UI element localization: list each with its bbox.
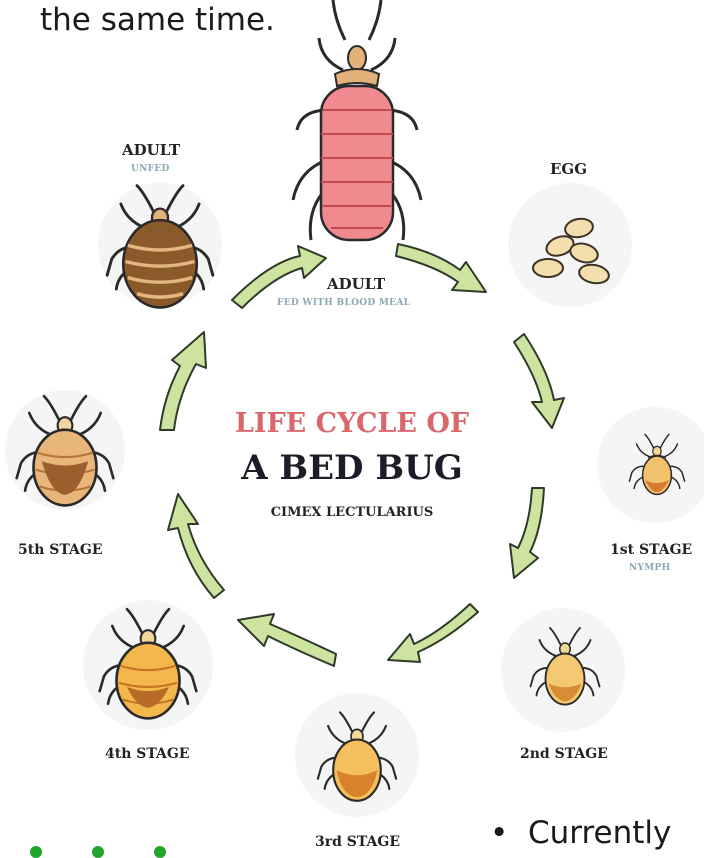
diagram-title-line1: LIFE CYCLE OF [0, 408, 704, 439]
egg-label: EGG [550, 160, 587, 178]
adult-fed-sublabel: FED WITH BLOOD MEAL [277, 298, 410, 308]
fifth-stage-label: 5th STAGE [18, 542, 103, 558]
cycle-arrow-icon [396, 244, 486, 292]
green-dot-icon [30, 846, 42, 858]
bullet-icon: • [490, 815, 528, 851]
adult-fed-bug-icon [293, 0, 421, 240]
fourth-stage-label: 4th STAGE [105, 746, 190, 762]
second-stage-label: 2nd STAGE [520, 746, 608, 762]
diagram-title-line2: A BED BUG [0, 448, 704, 488]
first-stage-sublabel: NYMPH [629, 563, 670, 573]
decorative-dots [30, 846, 190, 858]
first-stage-label: 1st STAGE [610, 542, 692, 558]
green-dot-icon [92, 846, 104, 858]
adult-fed-label: ADULT [327, 275, 385, 293]
cycle-arrow-icon [388, 604, 478, 662]
cycle-arrow-icon [238, 614, 336, 666]
bullet-text: Currently [528, 815, 671, 851]
bullet-text-fragment: • Currently [490, 815, 671, 851]
third-stage-label: 3rd STAGE [315, 834, 400, 850]
cycle-arrow-icon [510, 488, 544, 578]
diagram-subtitle: CIMEX LECTULARIUS [0, 505, 704, 520]
adult-unfed-sublabel: UNFED [131, 164, 170, 174]
green-dot-icon [154, 846, 166, 858]
adult-unfed-label: ADULT [122, 141, 180, 159]
